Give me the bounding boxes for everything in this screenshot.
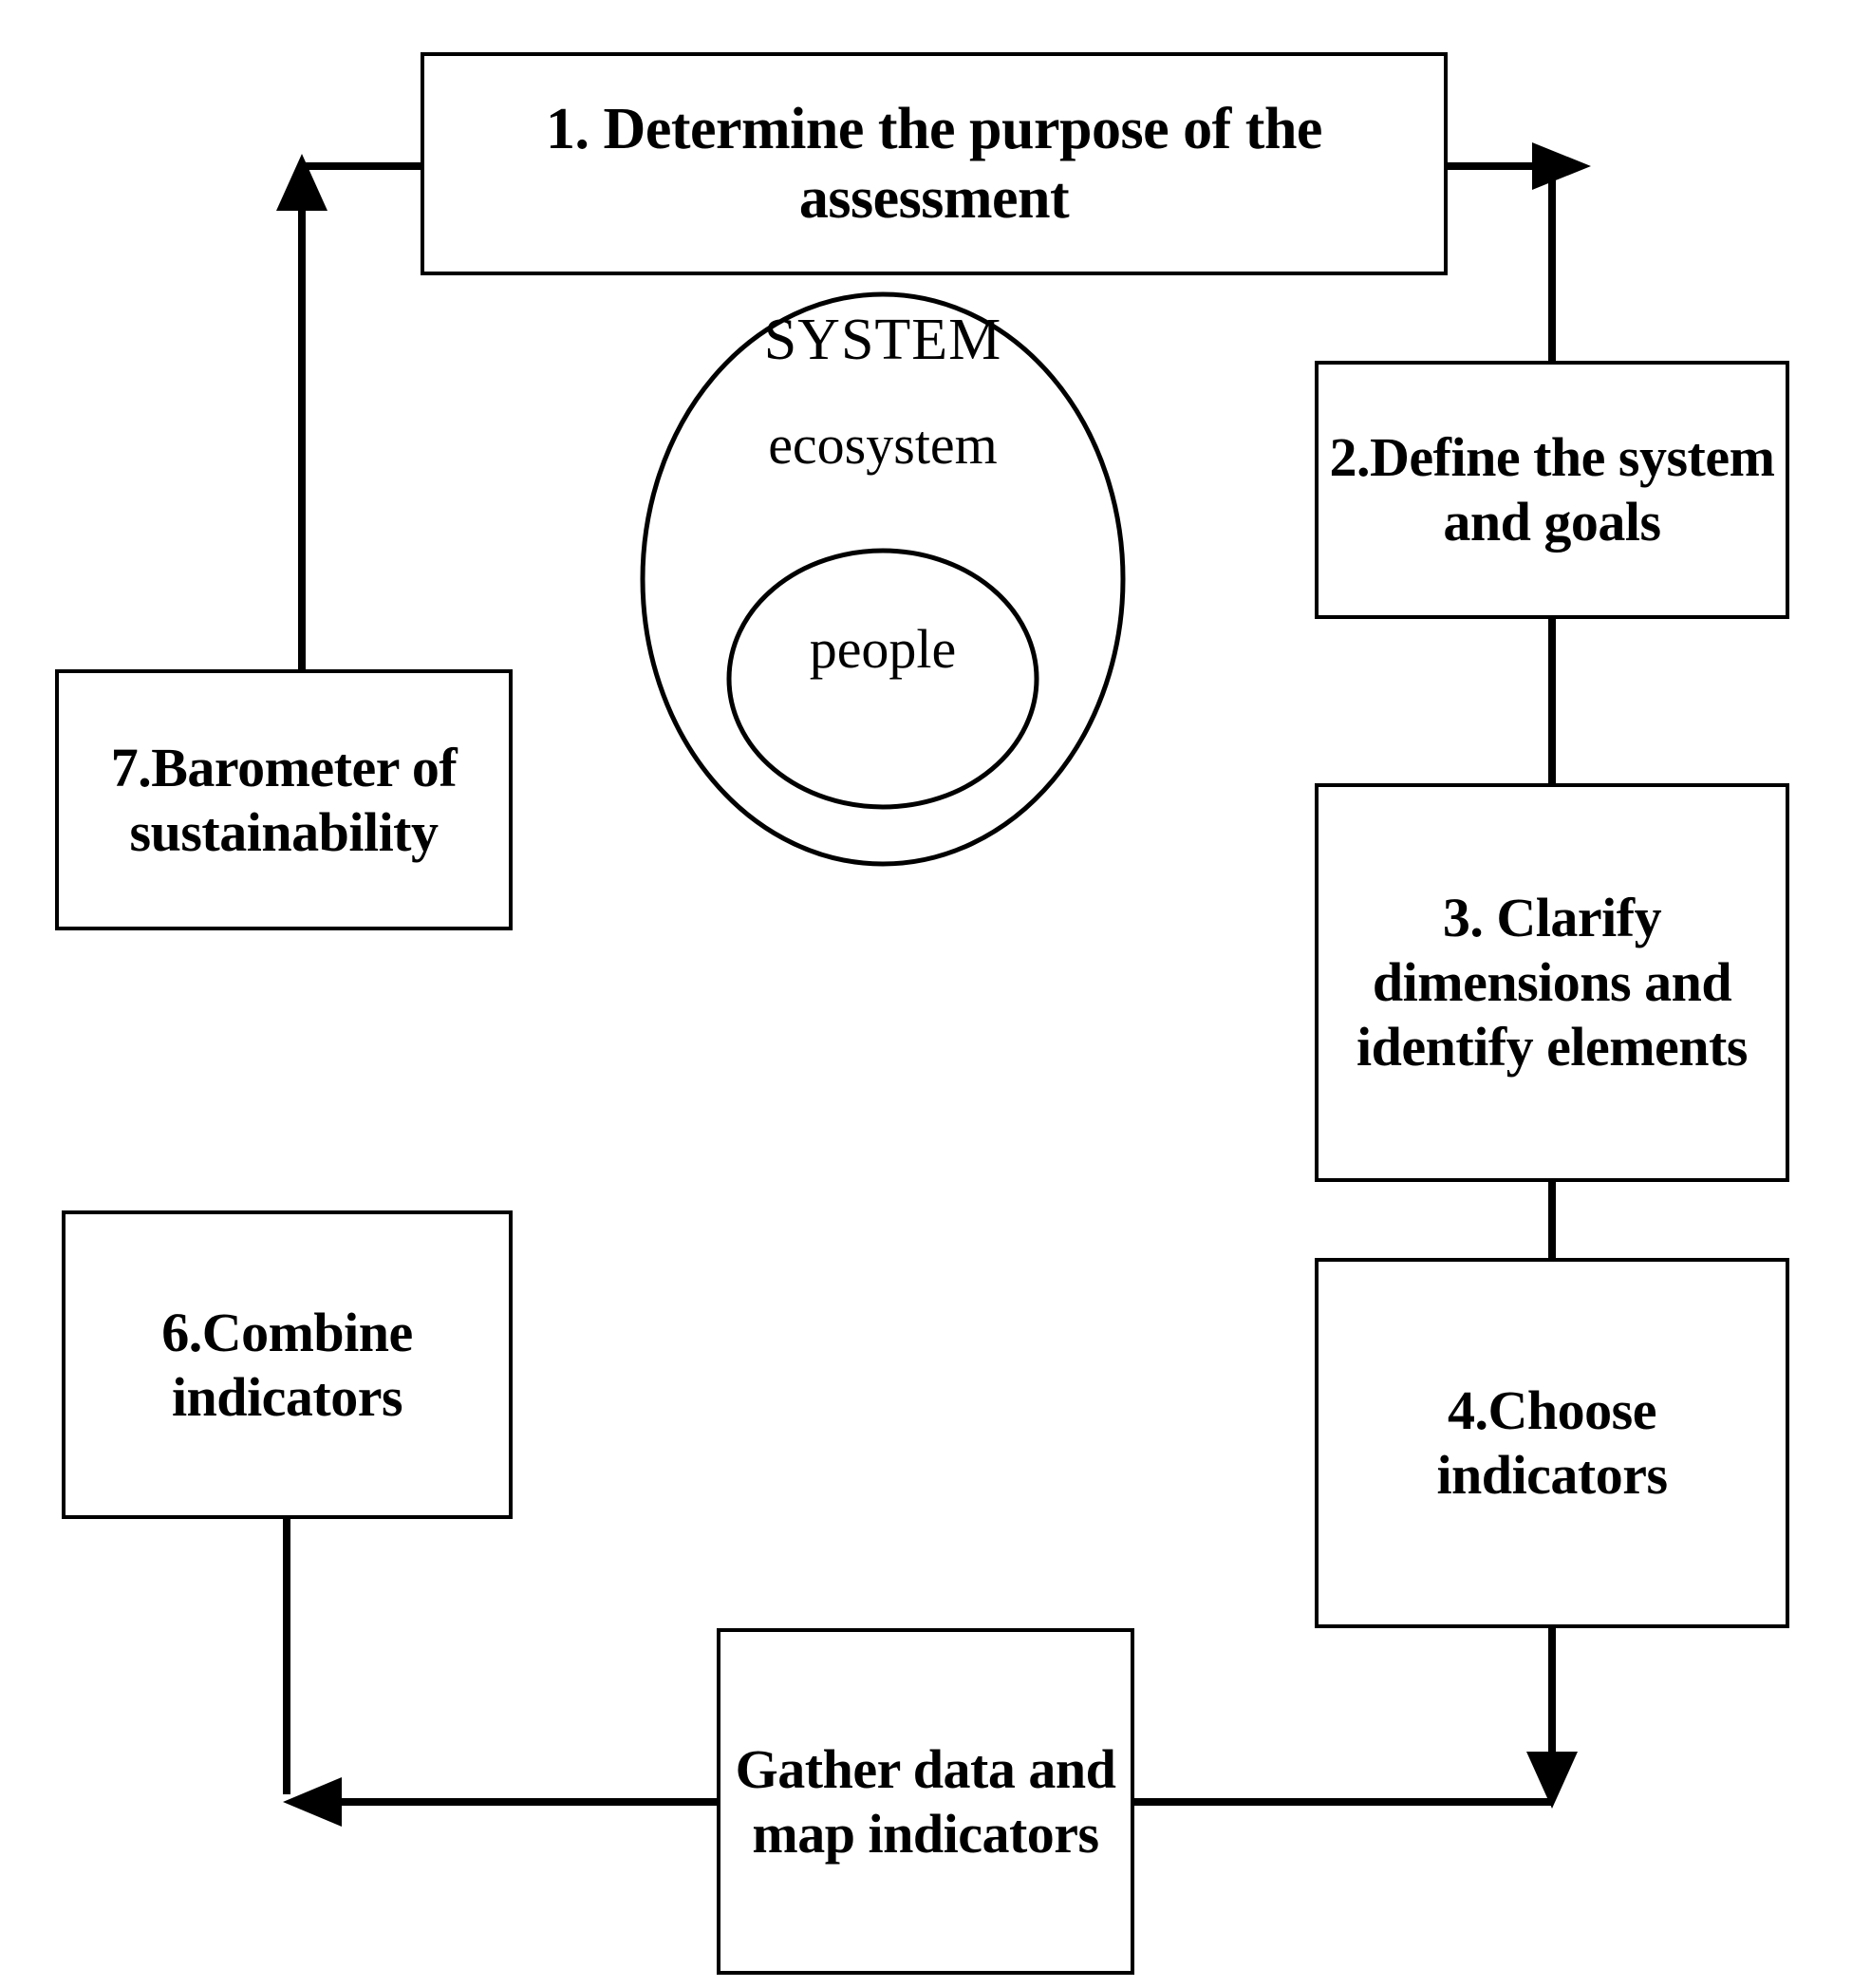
arrowhead-up-to-step1	[276, 154, 327, 211]
flow-box-label-step-4: 4.Choose indicators	[1436, 1379, 1668, 1506]
flow-box-step-3[interactable]: 3. Clarify dimensions and identify eleme…	[1315, 783, 1789, 1182]
flow-box-step-7[interactable]: 7.Barometer of sustainability	[55, 669, 513, 930]
system-ellipse-group: SYSTEM ecosystem people	[636, 290, 1130, 869]
flow-box-label-step-1: 1. Determine the purpose of the assessme…	[546, 96, 1322, 231]
flow-box-label-gather-data: Gather data and map indicators	[735, 1737, 1116, 1865]
flow-box-label-step-7: 7.Barometer of sustainability	[110, 736, 458, 863]
arrowhead-down-to-rail	[1526, 1752, 1578, 1809]
inner-ellipse	[726, 548, 1039, 810]
flow-box-step-1[interactable]: 1. Determine the purpose of the assessme…	[421, 52, 1448, 275]
system-ellipse-shapes	[640, 291, 1126, 867]
flow-box-label-step-6: 6.Combine indicators	[161, 1301, 413, 1428]
flow-box-gather-data[interactable]: Gather data and map indicators	[717, 1628, 1134, 1975]
arrowhead-left-to-step6	[283, 1777, 342, 1827]
flow-box-step-6[interactable]: 6.Combine indicators	[62, 1210, 513, 1519]
system-label: SYSTEM	[763, 308, 1002, 372]
arrowhead-right-to-step2	[1532, 142, 1591, 190]
ecosystem-label: ecosystem	[768, 414, 998, 476]
people-label: people	[809, 618, 957, 680]
flow-box-label-step-2: 2.Define the system and goals	[1329, 426, 1775, 553]
flow-box-step-2[interactable]: 2.Define the system and goals	[1315, 361, 1789, 619]
flow-box-step-4[interactable]: 4.Choose indicators	[1315, 1258, 1789, 1628]
flow-box-label-step-3: 3. Clarify dimensions and identify eleme…	[1356, 887, 1748, 1078]
